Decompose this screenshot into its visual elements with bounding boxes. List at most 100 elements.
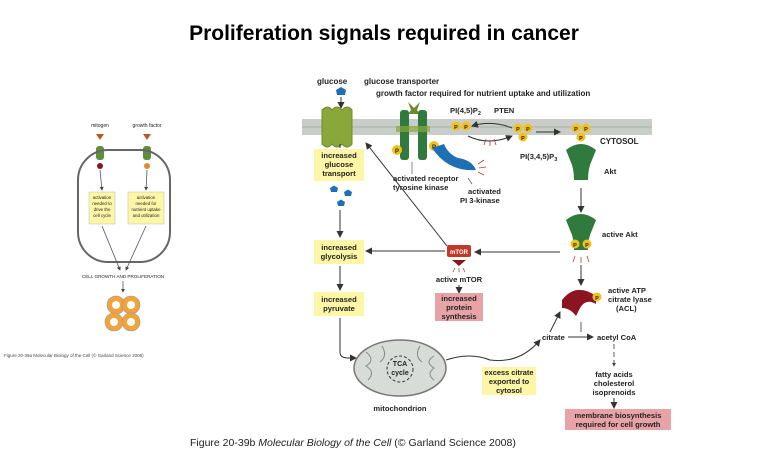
phosphate-icon: [581, 123, 591, 133]
mitochondrion-label: mitochondrion: [373, 404, 427, 413]
svg-text:P: P: [395, 149, 399, 155]
mitochondrion-icon: [353, 339, 447, 397]
glucose-transport-box: [314, 149, 364, 181]
glucose-label: glucose: [317, 77, 348, 86]
glycolysis-box: [314, 240, 364, 264]
membrane-biosynthesis-box: [565, 409, 671, 430]
phosphate-icon: [513, 123, 523, 133]
acetyl-coa-label: acetyl CoA: [597, 333, 637, 342]
svg-text:cytosol: cytosol: [496, 386, 522, 395]
phosphate-icon: [576, 132, 586, 142]
active-akt-icon: [566, 214, 596, 250]
signal-icon: [144, 163, 150, 169]
svg-text:synthesis: synthesis: [441, 312, 476, 321]
svg-text:increased: increased: [321, 151, 357, 160]
growth-factor-label-small: growth factor: [133, 123, 162, 129]
pip3-label: PI(3,4,5)P3: [520, 152, 557, 163]
svg-text:nutrient uptake: nutrient uptake: [131, 207, 161, 212]
svg-text:increased: increased: [321, 295, 357, 304]
glucose-transporter-label: glucose transporter: [364, 77, 439, 86]
growth-factor-icon: [143, 134, 151, 140]
svg-text:P: P: [464, 125, 468, 131]
signal-icon: [97, 163, 103, 169]
svg-text:and utilization: and utilization: [133, 213, 160, 218]
left-panel-caption: Figure 20-39a Molecular Biology of the C…: [4, 353, 144, 358]
svg-text:isoprenoids: isoprenoids: [592, 388, 635, 397]
svg-text:increased: increased: [321, 243, 357, 252]
glucose-transporter-icon: [321, 106, 353, 148]
glucose-icon: [344, 189, 352, 196]
figure-caption: Figure 20-39b Molecular Biology of the C…: [190, 437, 516, 449]
phosphate-icon: [582, 239, 592, 249]
svg-text:tyrosine kinase: tyrosine kinase: [393, 183, 448, 192]
receptor-tyrosine-kinase-icon: [400, 110, 409, 160]
glucose-icon: [330, 185, 338, 192]
phosphate-icon: [571, 123, 581, 133]
phosphate-icon: [518, 132, 528, 142]
svg-text:activation: activation: [93, 195, 112, 200]
svg-text:P: P: [516, 127, 520, 133]
svg-text:P: P: [526, 127, 530, 133]
cell-growth-label: CELL GROWTH AND PROLIFERATION: [82, 274, 164, 279]
citrate-export-box: [482, 367, 536, 395]
fatty-acids-label: fatty acids: [595, 370, 633, 379]
svg-text:P: P: [579, 136, 583, 142]
svg-text:pyruvate: pyruvate: [323, 304, 355, 313]
mitogen-label: mitogen: [91, 123, 109, 129]
svg-text:increased: increased: [441, 294, 477, 303]
glucose-icon: [337, 199, 345, 206]
svg-text:P: P: [574, 127, 578, 133]
acl-icon: [562, 289, 596, 316]
receptor-icon: [143, 146, 151, 160]
growth-factor-ligand-icon: [408, 102, 420, 114]
svg-text:membrane biosynthesis: membrane biosynthesis: [575, 411, 662, 420]
svg-text:mTOR: mTOR: [450, 250, 469, 256]
tca-cycle-icon: [386, 355, 414, 383]
akt-icon: [566, 144, 596, 180]
phosphate-icon: [451, 121, 461, 131]
phosphate-icon: [523, 123, 533, 133]
phosphate-icon: [461, 121, 471, 131]
cytosol-label: CYTOSOL: [600, 137, 639, 146]
pyruvate-box: [314, 292, 364, 316]
mitogen-icon: [96, 134, 104, 140]
svg-text:TCA: TCA: [393, 361, 407, 368]
svg-text:P: P: [573, 243, 577, 249]
left-panel: mitogen growth factor activation needed …: [77, 123, 171, 332]
active-mtor-label: active mTOR: [436, 275, 483, 284]
svg-text:excess citrate: excess citrate: [485, 368, 534, 377]
svg-text:(ACL): (ACL): [616, 304, 637, 313]
pip2-label: PI(4,5)P2: [450, 106, 481, 117]
pi3k-label: activated: [468, 187, 501, 196]
drive-cell-cycle-box: [88, 191, 116, 225]
phosphate-icon: [392, 145, 402, 155]
receptor-icon: [96, 146, 104, 160]
cell-outline: [77, 149, 171, 263]
svg-text:P: P: [585, 243, 589, 249]
svg-text:P: P: [454, 125, 458, 131]
svg-text:needed for: needed for: [136, 201, 158, 206]
svg-text:glucose: glucose: [325, 160, 354, 169]
page-title: Proliferation signals required in cancer: [189, 22, 579, 45]
svg-text:glycolysis: glycolysis: [321, 252, 358, 261]
svg-text:protein: protein: [446, 303, 472, 312]
nutrient-uptake-box: [127, 191, 165, 225]
svg-text:needed to: needed to: [92, 201, 112, 206]
svg-text:P: P: [595, 296, 599, 302]
svg-text:activation: activation: [137, 195, 156, 200]
svg-text:P: P: [521, 136, 525, 142]
svg-text:cycle: cycle: [391, 370, 409, 377]
pten-label: PTEN: [494, 106, 514, 115]
growth-factor-note: growth factor required for nutrient upta…: [376, 89, 590, 98]
pi3-kinase-icon: [432, 144, 476, 171]
rtk-label: activated receptor: [393, 174, 458, 183]
svg-text:transport: transport: [322, 169, 356, 178]
acl-label: active ATP: [608, 286, 646, 295]
svg-text:PI 3-kinase: PI 3-kinase: [460, 196, 500, 205]
phosphate-icon: [570, 239, 580, 249]
phosphate-icon: [592, 292, 602, 302]
svg-text:drive the: drive the: [94, 207, 111, 212]
svg-text:exported to: exported to: [489, 377, 530, 386]
svg-text:cholesterol: cholesterol: [594, 379, 635, 388]
